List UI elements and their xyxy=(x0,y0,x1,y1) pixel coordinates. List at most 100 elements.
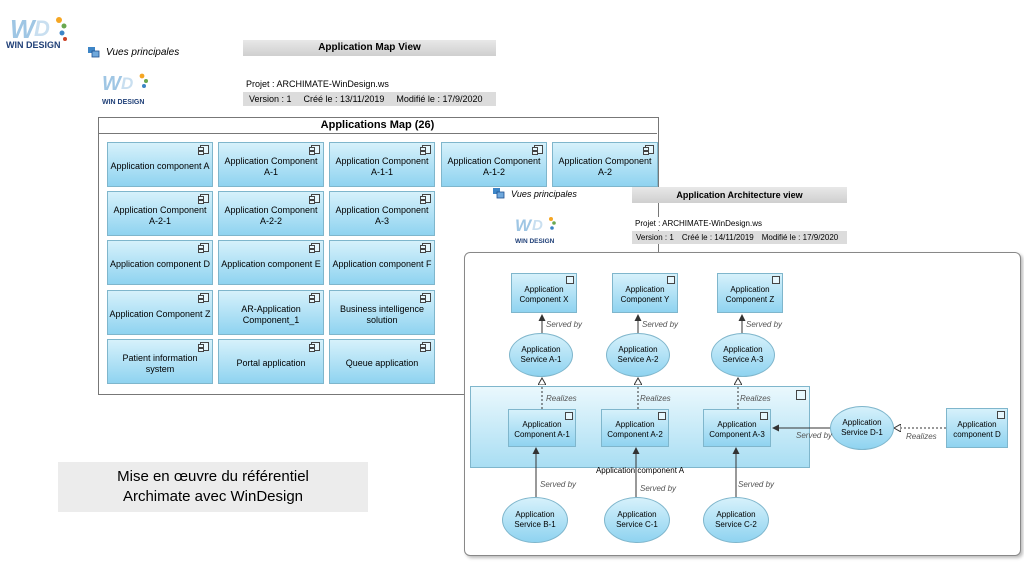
rel-label: Realizes xyxy=(640,394,671,403)
application-component-tile[interactable]: Application Component A-1-1 xyxy=(329,142,435,187)
component-icon xyxy=(198,194,209,204)
map-view-version: Version : 1 xyxy=(249,94,292,104)
application-component-tile[interactable]: Application component F xyxy=(329,240,435,285)
application-service[interactable]: Application Service A-1 xyxy=(509,333,573,377)
rel-label: Served by xyxy=(746,320,783,329)
architecture-component[interactable]: Application Component Y xyxy=(612,273,678,313)
component-icon xyxy=(796,390,806,400)
component-icon xyxy=(420,243,431,253)
application-component-tile[interactable]: Queue application xyxy=(329,339,435,384)
component-icon xyxy=(420,342,431,352)
architecture-component[interactable]: Application Component A-2 xyxy=(601,409,669,447)
application-service[interactable]: Application Service D-1 xyxy=(830,406,894,450)
windesign-logo: W D xyxy=(4,8,70,60)
component-icon xyxy=(566,276,574,284)
svg-text:W: W xyxy=(102,73,123,95)
application-component-tile[interactable]: Business intelligence solution xyxy=(329,290,435,335)
map-view-project: Projet : ARCHIMATE-WinDesign.ws xyxy=(243,77,496,91)
component-icon xyxy=(309,145,320,155)
component-icon xyxy=(420,194,431,204)
windesign-logo-small: W D WIN DESIGN xyxy=(512,212,558,248)
application-component-tile[interactable]: Application component A xyxy=(107,142,213,187)
application-service[interactable]: Application Service A-2 xyxy=(606,333,670,377)
map-view-modified: Modifié le : 17/9/2020 xyxy=(396,94,483,104)
map-view-created: Créé le : 13/11/2019 xyxy=(303,94,385,104)
rel-label: Realizes xyxy=(906,432,937,441)
rel-label: Served by xyxy=(640,484,677,493)
arch-view-modified: Modifié le : 17/9/2020 xyxy=(761,233,839,242)
arch-view-created: Créé le : 14/11/2019 xyxy=(681,233,754,242)
architecture-component[interactable]: Application Component A-3 xyxy=(703,409,771,447)
component-icon xyxy=(643,145,654,155)
application-component-tile[interactable]: Application Component A-1-2 xyxy=(441,142,547,187)
application-component-tile[interactable]: Application Component A-2-2 xyxy=(218,191,324,236)
application-component-tile[interactable]: Application Component A-2-1 xyxy=(107,191,213,236)
application-component-tile[interactable]: Application Component A-2 xyxy=(552,142,658,187)
component-icon xyxy=(309,243,320,253)
component-icon xyxy=(420,293,431,303)
svg-text:WIN DESIGN: WIN DESIGN xyxy=(102,99,144,106)
application-component-tile[interactable]: Application Component A-1 xyxy=(218,142,324,187)
application-service[interactable]: Application Service A-3 xyxy=(711,333,775,377)
rel-label: Served by xyxy=(796,431,833,440)
component-icon xyxy=(658,412,666,420)
views-icon xyxy=(493,188,505,199)
application-service[interactable]: Application Service B-1 xyxy=(502,497,568,543)
rel-label: Served by xyxy=(642,320,679,329)
architecture-component[interactable]: Application Component Z xyxy=(717,273,783,313)
component-icon xyxy=(309,342,320,352)
component-icon xyxy=(667,276,675,284)
svg-text:WIN DESIGN: WIN DESIGN xyxy=(515,238,555,245)
rel-label: Served by xyxy=(540,480,577,489)
architecture-component[interactable]: Application component D xyxy=(946,408,1008,448)
arch-view-title: Application Architecture view xyxy=(632,187,847,203)
application-service[interactable]: Application Service C-1 xyxy=(604,497,670,543)
application-component-tile[interactable]: Portal application xyxy=(218,339,324,384)
svg-text:D: D xyxy=(121,74,133,93)
vues-principales-link[interactable]: Vues principales xyxy=(88,47,179,58)
arch-vues-principales-link[interactable]: Vues principales xyxy=(493,188,577,199)
group-label: Application component A xyxy=(595,466,685,475)
arch-view-version: Version : 1 xyxy=(636,233,674,242)
map-view-meta: Version : 1 Créé le : 13/11/2019 Modifié… xyxy=(243,92,496,106)
svg-text:D: D xyxy=(532,217,543,234)
rel-label: Realizes xyxy=(740,394,771,403)
rel-label: Served by xyxy=(738,480,775,489)
arch-vues-principales-label: Vues principales xyxy=(511,188,577,199)
arch-view-project: Projet : ARCHIMATE-WinDesign.ws xyxy=(632,217,847,230)
architecture-component[interactable]: Application Component X xyxy=(511,273,577,313)
component-icon xyxy=(198,243,209,253)
application-service[interactable]: Application Service C-2 xyxy=(703,497,769,543)
windesign-logo-small: W D WIN DESIGN xyxy=(98,68,150,110)
application-component-tile[interactable]: Application component D xyxy=(107,240,213,285)
map-view-title: Application Map View xyxy=(243,40,496,56)
application-component-tile[interactable]: Patient information system xyxy=(107,339,213,384)
vues-principales-label: Vues principales xyxy=(106,47,180,58)
component-icon xyxy=(198,342,209,352)
svg-text:W: W xyxy=(515,216,533,235)
application-component-tile[interactable]: Application Component A-3 xyxy=(329,191,435,236)
component-icon xyxy=(198,145,209,155)
component-icon xyxy=(420,145,431,155)
component-icon xyxy=(565,412,573,420)
arch-view-meta: Version : 1 Créé le : 14/11/2019 Modifié… xyxy=(632,231,847,244)
rel-label: Realizes xyxy=(546,394,577,403)
views-icon xyxy=(88,47,100,58)
component-icon xyxy=(309,293,320,303)
application-component-tile[interactable]: Application component E xyxy=(218,240,324,285)
component-icon xyxy=(997,411,1005,419)
architecture-component[interactable]: Application Component A-1 xyxy=(508,409,576,447)
component-icon xyxy=(198,293,209,303)
rel-label: Served by xyxy=(546,320,583,329)
component-icon xyxy=(532,145,543,155)
caption-box: Mise en œuvre du référentiel Archimate a… xyxy=(58,462,368,512)
caption-line-1: Mise en œuvre du référentiel xyxy=(117,468,309,485)
svg-text:W: W xyxy=(10,14,37,44)
application-component-tile[interactable]: Application Component Z xyxy=(107,290,213,335)
application-component-tile[interactable]: AR-Application Component_1 xyxy=(218,290,324,335)
component-icon xyxy=(760,412,768,420)
applications-map-title: Applications Map (26) xyxy=(98,117,657,134)
svg-text:D: D xyxy=(34,16,50,41)
component-icon xyxy=(309,194,320,204)
